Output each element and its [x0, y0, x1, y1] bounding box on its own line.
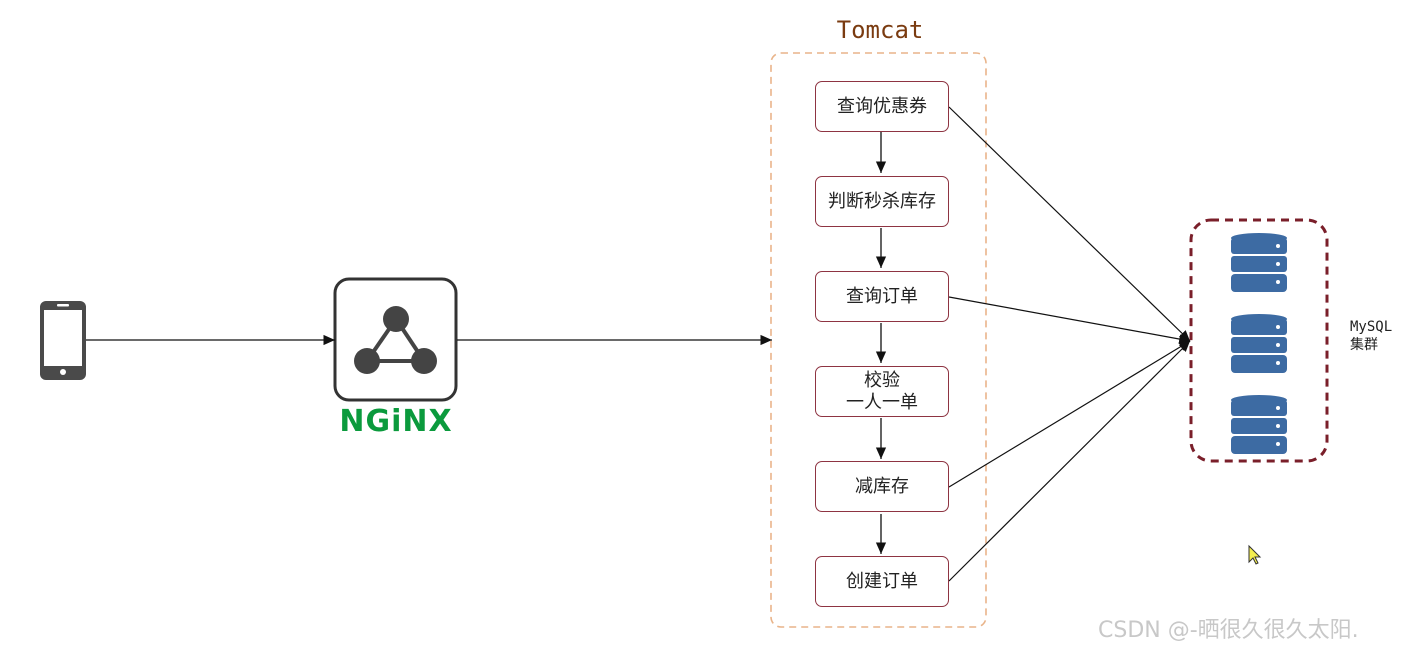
- step-one-per-user: 校验 一人一单: [815, 366, 949, 417]
- database-icon: [1231, 395, 1287, 454]
- nginx-triangle-icon: [333, 277, 458, 402]
- step-reduce-stock: 减库存: [815, 461, 949, 512]
- watermark: CSDN @-晒很久很久太阳.: [1098, 618, 1359, 643]
- step-create-order: 创建订单: [815, 556, 949, 607]
- mysql-cluster-container: [1189, 218, 1329, 463]
- database-stack-icon: [1231, 233, 1287, 454]
- nginx-label: NGiNX: [339, 404, 453, 439]
- step-query-coupon: 查询优惠券: [815, 81, 949, 132]
- step-check-stock: 判断秒杀库存: [815, 176, 949, 227]
- database-icon: [1231, 233, 1287, 292]
- db-connection-lines: [948, 106, 1191, 582]
- step-query-order: 查询订单: [815, 271, 949, 322]
- smartphone-icon: [40, 301, 86, 380]
- mysql-cluster-label: MySQL 集群: [1350, 319, 1393, 353]
- mouse-cursor-icon: [1248, 544, 1262, 565]
- tomcat-title: Tomcat: [836, 16, 924, 44]
- tomcat-container: [770, 52, 987, 628]
- database-icon: [1231, 314, 1287, 373]
